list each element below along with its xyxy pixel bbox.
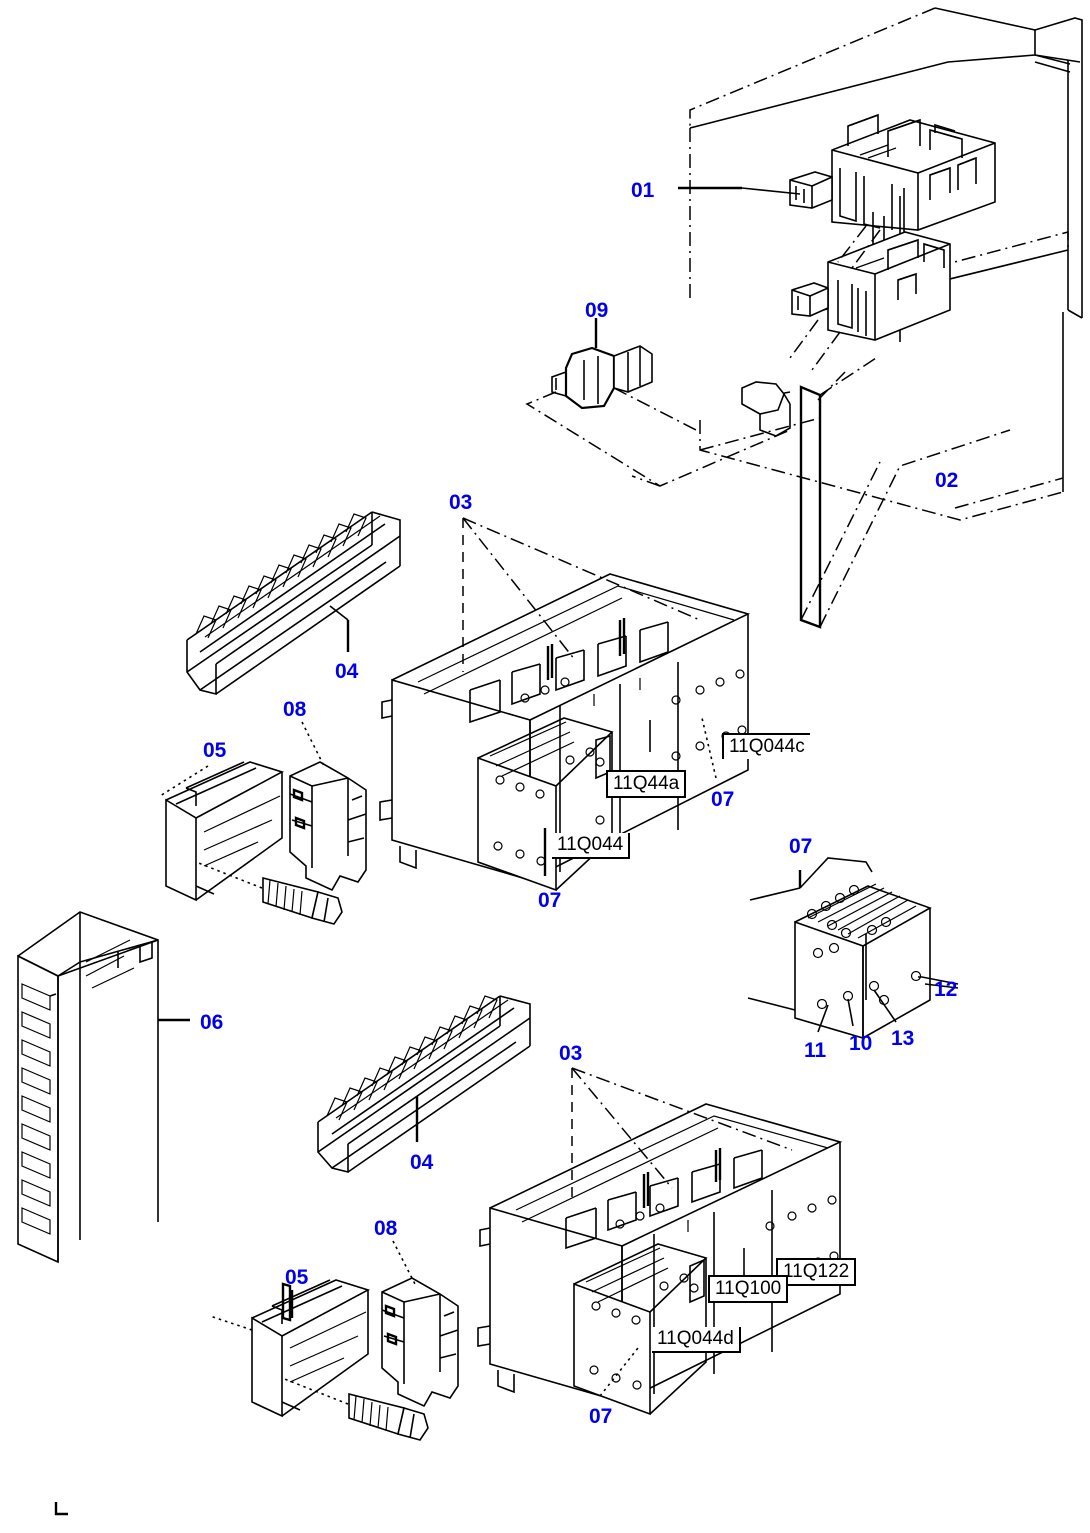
callout-05: 05: [203, 739, 227, 762]
callout-05: 05: [285, 1266, 309, 1289]
end-stop-lower: [381, 1240, 459, 1408]
terminal-block-lower: [477, 1067, 843, 1416]
part-number-label: 11Q100: [708, 1275, 789, 1303]
callout-09: 09: [585, 299, 609, 322]
end-bracket-lower: [209, 1279, 371, 1418]
callout-07: 07: [711, 788, 735, 811]
wiring-duct-column: [17, 911, 190, 1264]
callout-08: 08: [374, 1217, 398, 1240]
contactor-assembly-lower: [789, 225, 951, 371]
part-number-label: 11Q044c: [722, 733, 810, 759]
push-button-switch: [525, 318, 791, 487]
terminal-block-upper: [379, 517, 751, 892]
callout-07: 07: [789, 835, 813, 858]
part-number-label: 11Q044d: [652, 1327, 741, 1353]
callout-02: 02: [935, 469, 959, 492]
callout-04: 04: [335, 660, 359, 683]
callout-04: 04: [410, 1151, 434, 1174]
callout-01: 01: [631, 179, 655, 202]
end-bracket-upper: [159, 761, 285, 902]
din-rail-lower: [317, 995, 531, 1174]
din-rail-upper: [186, 511, 401, 696]
callout-07: 07: [589, 1405, 613, 1428]
callout-10: 10: [849, 1032, 873, 1055]
callout-03: 03: [559, 1042, 583, 1065]
callout-12: 12: [934, 978, 958, 1001]
part-number-label: 11Q44a: [606, 770, 687, 798]
callout-03: 03: [449, 491, 473, 514]
callout-07: 07: [538, 889, 562, 912]
screw-upper: [195, 861, 343, 925]
relay-detail-block: [747, 857, 959, 1040]
callout-11: 11: [804, 1039, 827, 1062]
cabinet-frame: [689, 7, 1083, 629]
part-number-label: 11Q044: [552, 833, 631, 859]
part-number-label: 11Q122: [776, 1258, 857, 1286]
callout-13: 13: [891, 1027, 915, 1050]
end-stop-upper: [289, 721, 367, 892]
registration-corner-mark: [54, 1502, 68, 1516]
screw-lower: [281, 1377, 429, 1441]
callout-06: 06: [200, 1011, 224, 1034]
callout-08: 08: [283, 698, 307, 721]
